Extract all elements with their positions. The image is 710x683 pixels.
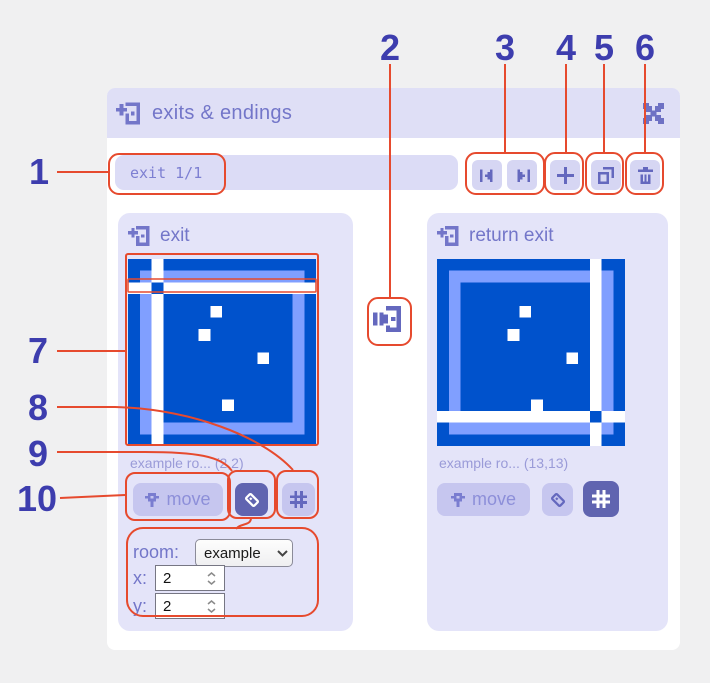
tag-icon [550, 492, 565, 507]
x-input[interactable]: 2 [155, 565, 225, 591]
exits-endings-window: exits & endings exit 1/1 [107, 88, 680, 650]
move-pin-icon [145, 492, 160, 507]
exit-room-name: example ro... [130, 455, 211, 471]
exit-move-button[interactable]: move [133, 483, 223, 516]
swap-exit-direction-icon [373, 306, 401, 332]
exit-door-icon [437, 226, 459, 246]
spinner-up-icon [207, 571, 216, 577]
grid-icon [592, 490, 610, 508]
annotation-number-4: 4 [555, 27, 577, 68]
titlebar[interactable]: exits & endings [107, 88, 680, 138]
grid-icon [290, 491, 307, 508]
exit-room-caption: example ro... (2,2) [130, 455, 244, 471]
exit-tag-button[interactable] [235, 483, 268, 516]
previous-exit-button[interactable] [472, 160, 502, 190]
next-exit-button[interactable] [507, 160, 537, 190]
annotation-number-10: 10 [16, 478, 58, 519]
exit-room-preview[interactable] [128, 259, 316, 446]
annotation-number-8: 8 [27, 387, 49, 428]
return-exit-panel: return exit example ro... (13,13) move [427, 213, 668, 631]
annotation-number-6: 6 [634, 27, 656, 68]
return-exit-panel-header: return exit [437, 224, 553, 248]
spinner-down-icon [207, 579, 216, 585]
x-spinner[interactable] [207, 571, 224, 585]
window-title: exits & endings [152, 101, 293, 124]
previous-exit-icon [479, 168, 492, 182]
exit-panel: exit example ro... (2,2) move [118, 213, 353, 631]
spinner-down-icon [207, 607, 216, 613]
return-exit-tag-button[interactable] [542, 483, 573, 516]
return-exit-room-caption: example ro... (13,13) [439, 455, 568, 471]
annotation-number-5: 5 [593, 27, 615, 68]
return-exit-move-label: move [471, 489, 516, 509]
return-exit-panel-title: return exit [469, 225, 554, 246]
room-select-value: example [204, 544, 261, 562]
spinner-up-icon [207, 599, 216, 605]
y-spinner[interactable] [207, 599, 224, 613]
move-pin-icon [450, 492, 465, 507]
tag-icon [244, 492, 259, 507]
room-select[interactable]: example [195, 539, 293, 567]
annotation-number-3: 3 [494, 27, 516, 68]
chevron-down-icon [277, 549, 288, 557]
exit-grid-button[interactable] [282, 483, 315, 516]
return-exit-room-preview[interactable] [437, 259, 625, 446]
return-exit-grid-button[interactable] [583, 481, 619, 517]
exit-name-text: exit 1/1 [130, 163, 203, 182]
add-exit-icon [556, 166, 574, 184]
y-label: y: [133, 596, 148, 616]
exit-door-icon [116, 101, 141, 125]
x-value: 2 [163, 569, 172, 587]
annotation-number-1: 1 [28, 151, 50, 192]
delete-exit-button[interactable] [630, 160, 660, 190]
y-value: 2 [163, 597, 172, 615]
y-input[interactable]: 2 [155, 593, 225, 619]
exit-name-input[interactable]: exit 1/1 [115, 155, 458, 190]
x-label: x: [133, 568, 148, 588]
return-exit-move-button[interactable]: move [437, 483, 530, 516]
annotation-number-9: 9 [27, 433, 49, 474]
duplicate-exit-icon [597, 166, 614, 184]
add-exit-button[interactable] [550, 160, 580, 190]
room-label: room: [133, 542, 180, 562]
delete-exit-icon [637, 166, 653, 184]
exit-panel-header: exit [128, 224, 190, 248]
duplicate-exit-button[interactable] [591, 160, 621, 190]
return-exit-room-name: example ro... [439, 455, 520, 471]
annotation-number-2: 2 [379, 27, 401, 68]
return-exit-room-coords: (13,13) [523, 455, 569, 471]
exit-move-label: move [166, 489, 211, 509]
next-exit-icon [517, 168, 530, 182]
exit-door-icon [128, 226, 150, 246]
close-x-icon [643, 102, 664, 124]
swap-exit-direction-button[interactable] [370, 301, 406, 337]
close-button[interactable] [643, 102, 664, 124]
exit-room-coords: (2,2) [214, 455, 244, 471]
exit-panel-title: exit [160, 225, 190, 246]
annotation-number-7: 7 [27, 330, 49, 371]
